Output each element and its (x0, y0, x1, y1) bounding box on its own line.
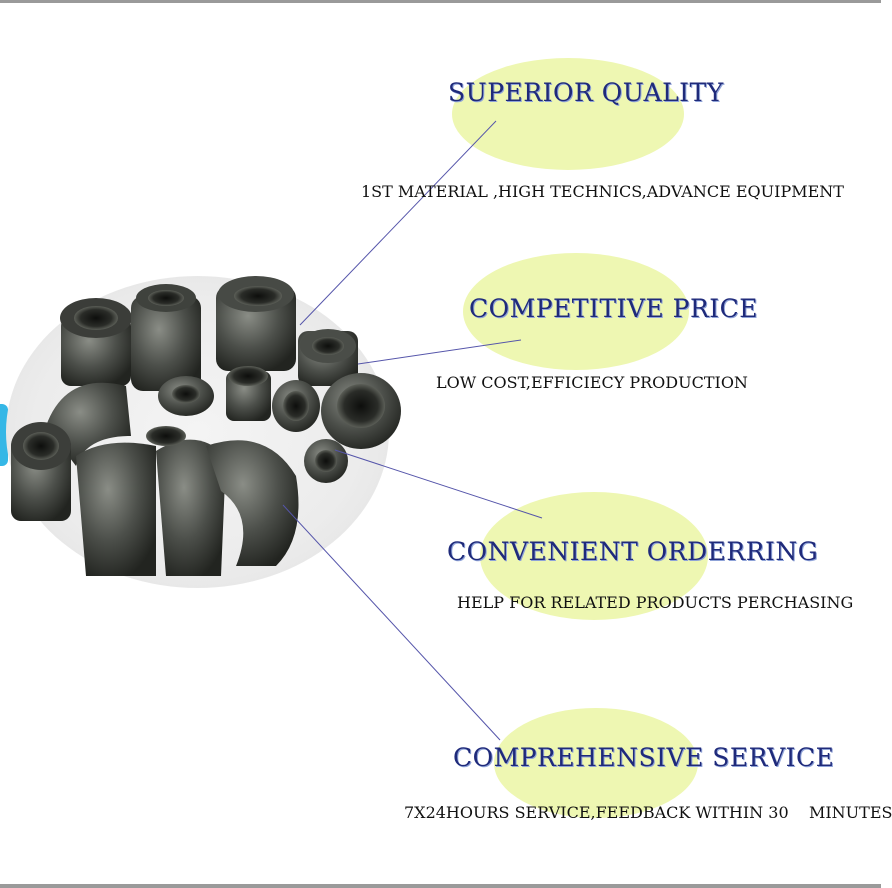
pipe-fittings-illustration (11, 276, 401, 576)
connector-line-quality (299, 120, 497, 326)
bottom-border (0, 884, 881, 888)
feature-title-ordering: CONVENIENT ORDERRING (447, 537, 819, 566)
feature-title-service: COMPREHENSIVE SERVICE (453, 743, 835, 772)
feature-desc-ordering: HELP FOR RELATED PRODUCTS PERCHASING (457, 593, 854, 612)
highlight-blob-quality (452, 58, 684, 170)
pipe-fittings-photo (6, 276, 401, 588)
feature-desc-service: 7X24HOURS SERVICE,FEEDBACK WITHIN 30 MIN… (404, 803, 892, 822)
top-border (0, 0, 881, 3)
highlight-blob-ordering (480, 492, 708, 620)
connector-line-price (357, 339, 522, 365)
feature-desc-price: LOW COST,EFFICIECY PRODUCTION (436, 373, 748, 392)
connector-line-service (282, 504, 501, 741)
connector-line-ordering (334, 449, 543, 519)
highlight-blob-price (463, 253, 689, 370)
photo-edge-accent (0, 404, 8, 466)
highlight-blob-service (494, 708, 698, 818)
feature-title-price: COMPETITIVE PRICE (469, 294, 759, 323)
feature-desc-quality: 1ST MATERIAL ,HIGH TECHNICS,ADVANCE EQUI… (361, 182, 844, 201)
feature-title-quality: SUPERIOR QUALITY (448, 78, 724, 107)
